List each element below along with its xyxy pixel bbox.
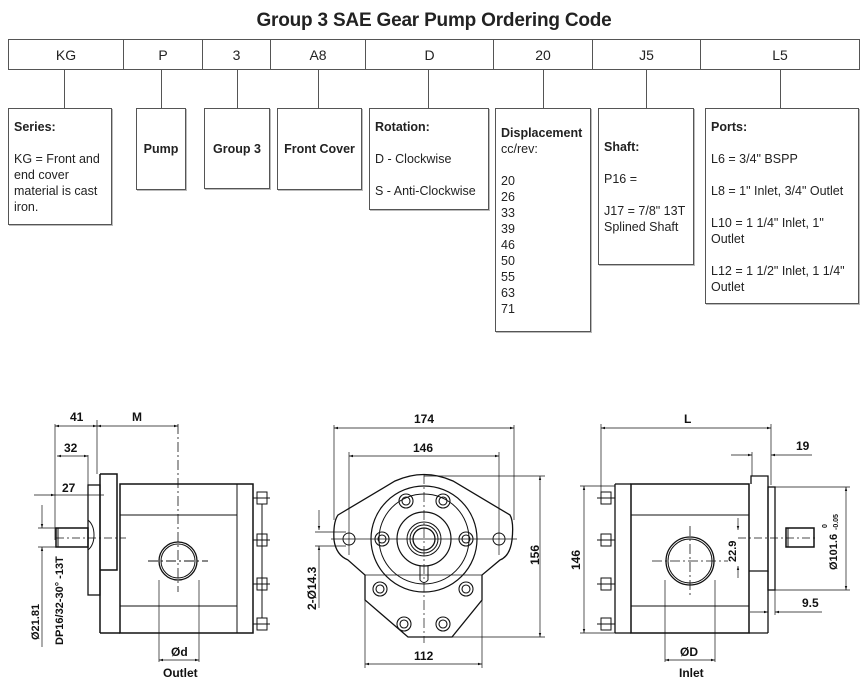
code-cell-front-cover: A8	[271, 40, 366, 69]
pump-box: Pump	[136, 108, 186, 190]
displacement-value: 39	[501, 222, 515, 236]
code-cell-displacement: 20	[494, 40, 593, 69]
displacement-unit: cc/rev:	[501, 142, 538, 156]
dim-mounting-holes-label: 2-Ø14.3	[305, 566, 319, 610]
dim-22-9-label: 22.9	[727, 541, 739, 562]
group-box: Group 3	[204, 108, 270, 189]
connector-line	[543, 70, 544, 108]
front-cover-label: Front Cover	[284, 142, 355, 156]
ports-option: L10 = 1 1/4" Inlet, 1" Outlet	[711, 216, 824, 246]
group-label: Group 3	[213, 142, 261, 156]
rotation-option: S - Anti-Clockwise	[375, 184, 476, 198]
shaft-option: J17 = 7/8" 13T Splined Shaft	[604, 204, 685, 234]
dim-32-label: 32	[64, 441, 78, 455]
front-cover-box: Front Cover	[277, 108, 362, 190]
dim-shaft-diameter-label: Ø21.81	[30, 604, 42, 640]
code-cell-rotation: D	[366, 40, 494, 69]
connector-line	[64, 70, 65, 108]
code-cell-ports: L5	[772, 46, 788, 63]
series-text: KG = Front and end cover material is cas…	[14, 152, 100, 214]
displacement-value: 26	[501, 190, 515, 204]
rotation-box: Rotation: D - Clockwise S - Anti-Clockwi…	[369, 108, 489, 210]
displacement-value: 63	[501, 286, 515, 300]
dim-outlet-port-label: Ød	[171, 645, 188, 659]
displacement-box: Displacement cc/rev: 20 26 33 39 46 50 5…	[495, 108, 591, 332]
dim-pilot-tolerance-upper: 0	[822, 524, 829, 528]
dim-l-label: L	[684, 412, 691, 426]
ordering-code-row: KG P 3 A8 D 20 J5 L5	[8, 39, 860, 70]
side-view-inlet-drawing	[580, 424, 850, 662]
connector-line	[780, 70, 781, 108]
connector-line	[646, 70, 647, 108]
connector-line	[161, 70, 162, 108]
rotation-option: D - Clockwise	[375, 152, 452, 166]
dim-27-label: 27	[62, 481, 76, 495]
connector-line	[318, 70, 319, 108]
displacement-heading: Displacement	[501, 126, 583, 140]
displacement-value: 20	[501, 174, 515, 188]
dim-146-side-label: 146	[569, 550, 583, 570]
outlet-label: Outlet	[163, 666, 198, 680]
dim-spline-label: DP16/32-30° -13T	[54, 556, 66, 645]
series-box: Series: KG = Front and end cover materia…	[8, 108, 112, 225]
displacement-value: 46	[501, 238, 515, 252]
displacement-value: 50	[501, 254, 515, 268]
shaft-box: Shaft: P16 = J17 = 7/8" 13T Splined Shaf…	[598, 108, 694, 265]
connector-line	[428, 70, 429, 108]
page-title: Group 3 SAE Gear Pump Ordering Code	[256, 10, 612, 31]
code-cell-pump: P	[124, 40, 203, 69]
dim-m-label: M	[132, 410, 142, 424]
ports-heading: Ports:	[711, 120, 748, 134]
ports-option: L12 = 1 1/2" Inlet, 1 1/4" Outlet	[711, 264, 845, 294]
code-cell-shaft: J5	[593, 40, 701, 69]
ports-option: L6 = 3/4" BSPP	[711, 152, 798, 166]
dim-174-label: 174	[414, 412, 434, 426]
series-heading: Series:	[14, 120, 56, 134]
dim-156-label: 156	[528, 545, 542, 565]
front-view-drawing	[315, 425, 545, 668]
dim-pilot-tolerance-lower: -0.05	[833, 514, 840, 530]
code-cell-series: KG	[9, 40, 124, 69]
displacement-value: 33	[501, 206, 515, 220]
dim-19-label: 19	[796, 439, 810, 453]
inlet-label: Inlet	[679, 666, 704, 680]
dim-pilot-diameter-label: Ø101.6	[828, 534, 840, 570]
ports-option: L8 = 1" Inlet, 3/4" Outlet	[711, 184, 844, 198]
displacement-value: 55	[501, 270, 515, 284]
dim-112-label: 112	[414, 649, 434, 663]
dim-9-5-label: 9.5	[802, 596, 819, 610]
shaft-option: P16 =	[604, 172, 638, 186]
connector-line	[237, 70, 238, 108]
pump-label: Pump	[143, 142, 179, 156]
displacement-value: 71	[501, 302, 515, 316]
dim-inlet-port-label: ØD	[680, 645, 698, 659]
dim-146-label: 146	[413, 441, 433, 455]
code-cell-group: 3	[203, 40, 271, 69]
shaft-heading: Shaft:	[604, 140, 640, 154]
side-view-outlet-drawing	[34, 420, 270, 662]
dim-41-label: 41	[70, 410, 84, 424]
rotation-heading: Rotation:	[375, 120, 430, 134]
ports-box: Ports: L6 = 3/4" BSPP L8 = 1" Inlet, 3/4…	[705, 108, 859, 304]
